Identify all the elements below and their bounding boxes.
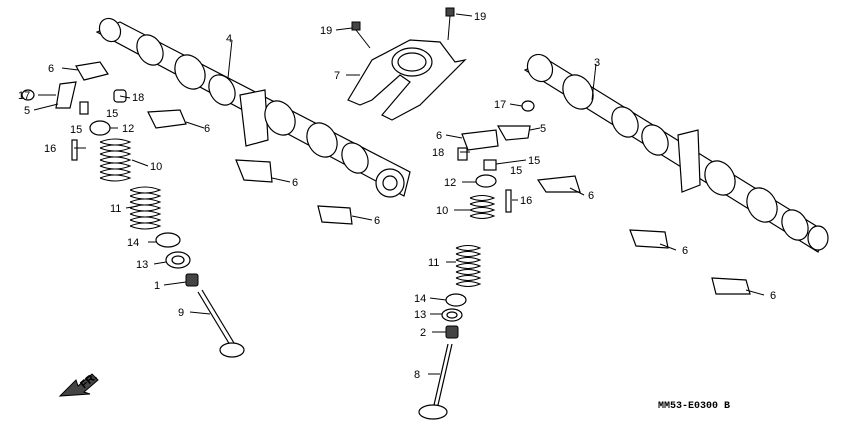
callout-13-a: 13 xyxy=(136,259,148,271)
spring-inner-right xyxy=(455,245,482,287)
callout-7: 7 xyxy=(334,70,340,82)
rocker-right xyxy=(457,100,535,213)
callout-11-a: 11 xyxy=(110,203,121,215)
spring-inner-left xyxy=(129,186,162,230)
callout-6-g: 6 xyxy=(682,245,688,257)
guide-plate xyxy=(347,39,467,121)
callout-5-a: 5 xyxy=(24,105,30,117)
bolt-19-right xyxy=(445,7,455,41)
callout-14-a: 14 xyxy=(127,237,139,249)
callout-16-a: 16 xyxy=(44,143,56,155)
spring-outer-right xyxy=(469,195,496,219)
callout-15-b: 15 xyxy=(70,124,82,136)
callout-18-a: 18 xyxy=(132,92,144,104)
callout-15-a: 15 xyxy=(106,108,118,120)
callout-12-a: 12 xyxy=(122,123,134,135)
callout-1: 1 xyxy=(154,280,160,292)
callout-15-d: 15 xyxy=(510,165,522,177)
callout-6-a: 6 xyxy=(48,63,54,75)
callout-labels: 4 3 6 17 5 18 15 15 12 16 10 11 14 13 1 … xyxy=(18,11,776,412)
rocker-left xyxy=(21,61,127,161)
callout-4: 4 xyxy=(226,33,232,45)
spring-outer-left xyxy=(99,138,132,182)
callout-11-b: 11 xyxy=(428,257,439,269)
callout-6-d: 6 xyxy=(374,215,380,227)
seat-right xyxy=(441,293,467,339)
shim-right xyxy=(536,175,751,295)
callout-14-b: 14 xyxy=(414,293,426,305)
callout-2: 2 xyxy=(420,327,426,339)
valve-left xyxy=(197,289,245,358)
callout-13-b: 13 xyxy=(414,309,426,321)
callout-19-a: 19 xyxy=(320,25,332,37)
diagram-code-label: MM53-E0300 B xyxy=(658,401,730,412)
callout-8: 8 xyxy=(414,369,420,381)
callout-6-e: 6 xyxy=(436,130,442,142)
callout-16-b: 16 xyxy=(520,195,532,207)
leader-lines xyxy=(33,13,765,375)
callout-6-c: 6 xyxy=(292,177,298,189)
camshaft-right xyxy=(523,53,829,253)
callout-3: 3 xyxy=(594,57,600,69)
callout-19-b: 19 xyxy=(474,11,486,23)
front-direction-arrow xyxy=(58,373,99,397)
callout-18-b: 18 xyxy=(432,147,444,159)
callout-17-a: 17 xyxy=(18,90,30,102)
callout-6-h: 6 xyxy=(770,290,776,302)
camshaft-left xyxy=(95,17,411,198)
shim-left xyxy=(147,109,353,225)
callout-15-c: 15 xyxy=(528,155,540,167)
bolt-19-left xyxy=(351,21,371,49)
valve-right xyxy=(418,343,453,420)
callout-6-f: 6 xyxy=(588,190,594,202)
callout-10-b: 10 xyxy=(436,205,448,217)
callout-10-a: 10 xyxy=(150,161,162,173)
callout-6-b: 6 xyxy=(204,123,210,135)
callout-5-b: 5 xyxy=(540,123,546,135)
seat-left xyxy=(155,232,199,287)
callout-9: 9 xyxy=(178,307,184,319)
callout-12-b: 12 xyxy=(444,177,456,189)
callout-17-b: 17 xyxy=(494,99,506,111)
